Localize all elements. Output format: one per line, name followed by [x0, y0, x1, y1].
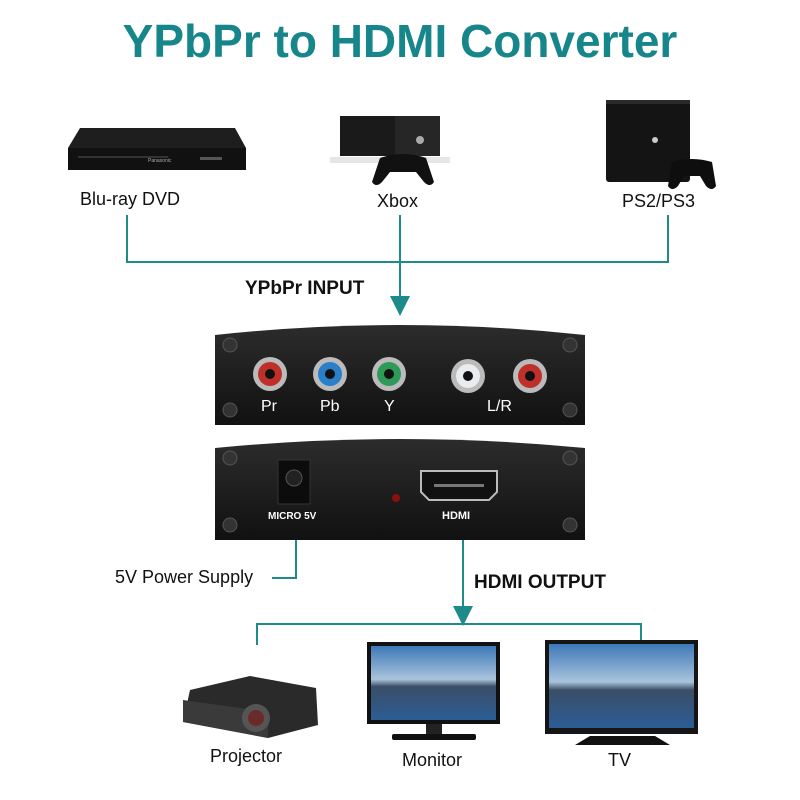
rca-port-audio-right	[513, 359, 547, 393]
rca-port-pr	[253, 357, 287, 391]
hdmi-port	[420, 470, 498, 501]
playstation-console-icon	[606, 100, 716, 189]
port-label-micro5v: MICRO 5V	[268, 511, 317, 522]
output-connector-lines	[256, 540, 642, 645]
converter-output-panel	[215, 439, 585, 540]
page-title: YPbPr to HDMI Converter	[122, 15, 678, 67]
source-label-bluray: Blu-ray DVD	[80, 189, 181, 209]
port-label-pb: Pb	[320, 398, 340, 415]
port-label-y: Y	[384, 398, 395, 415]
port-label-lr: L/R	[487, 398, 512, 415]
tv-icon	[545, 640, 698, 745]
power-jack	[277, 459, 311, 505]
projector-icon	[183, 676, 318, 738]
source-label-xbox: Xbox	[377, 191, 419, 211]
port-label-pr: Pr	[261, 398, 277, 415]
source-label-playstation: PS2/PS3	[622, 191, 696, 211]
input-label: YPbPr INPUT	[245, 278, 365, 299]
output-label-tv: TV	[608, 750, 632, 770]
converter-input-panel	[215, 325, 585, 425]
port-label-hdmi: HDMI	[442, 510, 471, 522]
power-led	[392, 494, 400, 502]
xbox-console-icon	[330, 116, 450, 185]
output-label-projector: Projector	[210, 746, 283, 766]
output-label: HDMI OUTPUT	[474, 572, 606, 593]
power-supply-label: 5V Power Supply	[115, 567, 254, 587]
monitor-icon	[367, 642, 500, 740]
bluray-player-icon	[68, 128, 246, 170]
bluray-brand: Panasonic	[148, 158, 172, 164]
rca-port-y	[372, 357, 406, 391]
rca-port-audio-left	[451, 359, 485, 393]
output-label-monitor: Monitor	[402, 750, 463, 770]
rca-port-pb	[313, 357, 347, 391]
input-connector-lines	[126, 215, 669, 316]
